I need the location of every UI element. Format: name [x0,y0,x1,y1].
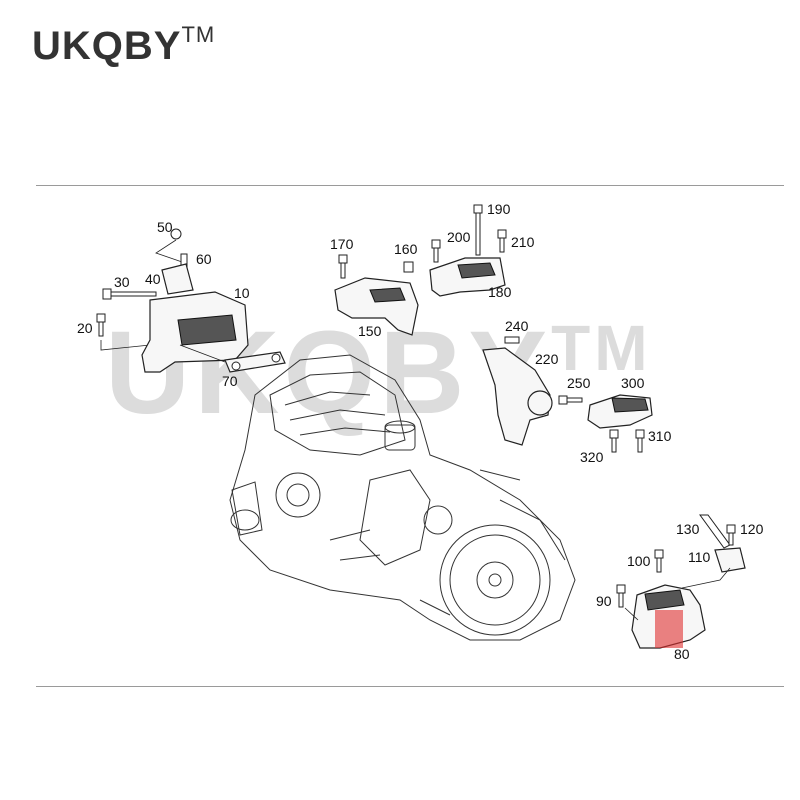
callout-150: 150 [358,323,382,339]
callout-20: 20 [77,320,93,336]
bolt-30-shaft-icon [110,291,157,297]
callout-200: 200 [447,229,471,245]
top-divider [36,185,784,186]
right-mount-group [587,394,653,453]
sensor-160-icon [403,261,414,273]
left-mount-group [96,228,286,373]
bottom-right-group [616,514,746,649]
bracket-110 [714,547,746,573]
brand-logo: UKQBYTM [32,22,216,69]
callout-labels: 50 60 40 30 10 20 70 170 160 150 190 200… [77,201,764,662]
callout-90: 90 [596,593,612,609]
callout-320: 320 [580,449,604,465]
callout-190: 190 [487,201,511,217]
callout-130: 130 [676,521,700,537]
callout-180: 180 [488,284,512,300]
bolt-30-head-icon [102,288,112,300]
bottom-divider [36,686,784,687]
callout-50: 50 [157,219,173,235]
callout-210: 210 [511,234,535,250]
callout-300: 300 [621,375,645,391]
callout-100: 100 [627,553,651,569]
callout-30: 30 [114,274,130,290]
bolt-20-head-icon [96,313,106,323]
bolt-20-shaft-icon [98,321,104,337]
callout-310: 310 [648,428,672,444]
nut-50-icon [170,228,182,240]
bracket-40 [161,263,194,295]
watermark-trademark: TM [551,312,652,384]
support-arm-220 [482,347,551,446]
callout-250: 250 [567,375,591,391]
top-middle-group [334,254,419,336]
callout-220: 220 [535,351,559,367]
brand-name: UKQBY [32,24,182,68]
callout-10: 10 [234,285,250,301]
top-right-group [429,204,507,297]
callout-60: 60 [196,251,212,267]
callout-160: 160 [394,241,418,257]
callout-110: 110 [688,549,711,565]
engine-assembly [229,354,576,641]
callout-170: 170 [330,236,354,252]
callout-80: 80 [674,646,690,662]
callout-70: 70 [222,373,238,389]
highlight-box [655,610,683,648]
callout-240: 240 [505,318,529,334]
callout-40: 40 [145,271,161,287]
center-right-group [482,336,583,446]
callout-120: 120 [740,521,764,537]
brand-trademark: TM [181,22,216,47]
